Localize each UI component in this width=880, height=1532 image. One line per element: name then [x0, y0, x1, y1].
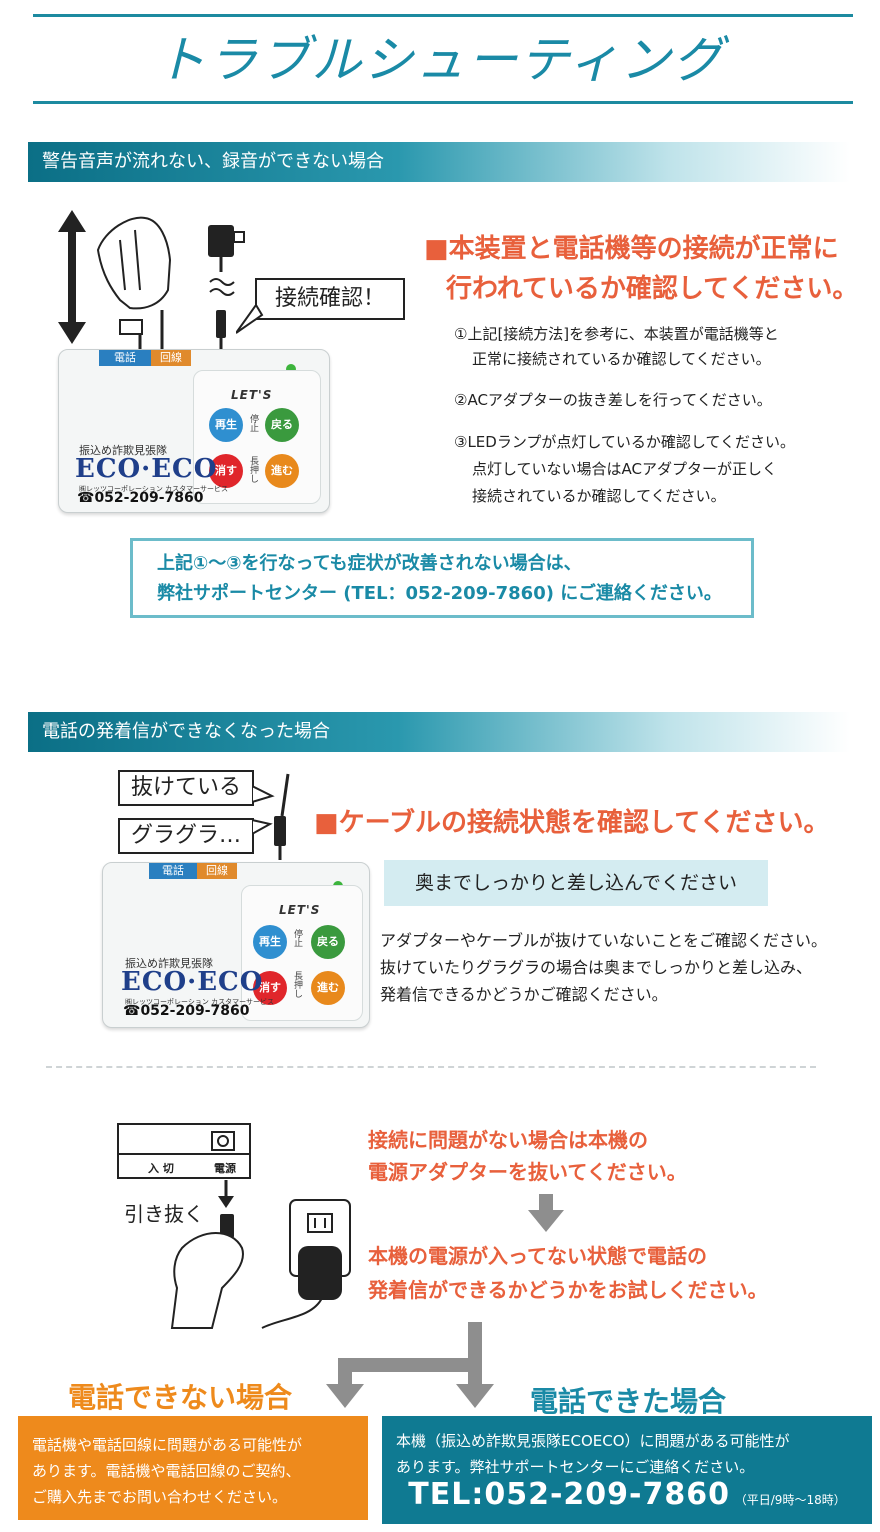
support-tel-row: TEL:052-209-7860 （平日/9時〜18時）	[396, 1480, 858, 1513]
play-button: 再生	[253, 925, 287, 959]
instruction1-line1: 接続に問題がない場合は本機の	[368, 1128, 648, 1152]
step1-line1: ①上記[接続方法]を参考に、本装置が電話機等と	[454, 325, 779, 343]
brand-corp: ㈱レッツコーポレーション カスタマーサービス	[79, 485, 228, 493]
brand-logo: ECO·ECO	[121, 967, 264, 997]
device-illustration-2: 電話 回線 LET'S 再生 停止 戻る 消す 長押し 進む 振込め詐欺見張隊 …	[102, 862, 370, 1028]
erase-button: 消す	[209, 454, 243, 488]
step2: ②ACアダプターの抜き差しを行ってください。	[454, 391, 772, 409]
notice-line1: 上記①～③を行なっても症状が改善されない場合は、	[157, 553, 582, 574]
brand-corp: ㈱レッツコーポレーション カスタマーサービス	[125, 998, 274, 1006]
step3-line3: 接続されているか確認してください。	[472, 487, 726, 505]
step3-line1: ③LEDランプが点灯しているか確認してください。	[454, 433, 796, 451]
play-button: 再生	[209, 408, 243, 442]
cable-illustration	[252, 773, 290, 860]
cannot-call-box: 電話機や電話回線に問題がある可能性が あります。電話機や電話回線のご契約、 ご購…	[18, 1416, 368, 1520]
notice-line2: 弊社サポートセンター (TEL：052-209-7860) にご連絡ください。	[157, 583, 722, 604]
brand-tel: ☎052-209-7860	[77, 490, 204, 506]
brand-logo: ECO·ECO	[75, 454, 218, 484]
forward-button: 進む	[265, 454, 299, 488]
ac-adapter-icon	[208, 225, 245, 350]
can-body-line1: 本機（振込め詐欺見張隊ECOECO）に問題がある可能性が	[396, 1432, 790, 1450]
insert-fully-banner: 奥までしっかりと差し込んでください	[384, 860, 768, 906]
tag-phone: 電話	[149, 863, 197, 879]
led-lamp	[286, 364, 296, 374]
tag-line: 回線	[151, 350, 191, 366]
speech-bubble-wobbly: グラグラ…	[118, 818, 254, 854]
down-arrow-icon	[528, 1194, 564, 1232]
brand-subtitle: 振込め詐欺見張隊	[79, 444, 167, 457]
instruction2-line1: 本機の電源が入ってない状態で電話の	[368, 1244, 707, 1268]
cannot-body-line2: あります。電話機や電話回線のご契約、	[32, 1462, 301, 1480]
cannot-call-title: 電話できない場合	[67, 1381, 292, 1414]
connection-illustration	[58, 210, 245, 350]
speech-bubble-check: 接続確認！	[255, 278, 405, 320]
lets-logo: LET'S	[231, 388, 273, 402]
section1-heading-line2: 行われているか確認してください。	[446, 274, 859, 304]
plug-icon	[119, 319, 143, 335]
tag-phone: 電話	[99, 350, 151, 366]
brand-subtitle: 振込め詐欺見張隊	[125, 957, 213, 970]
can-body-line2: あります。弊社サポートセンターにご連絡ください。	[396, 1458, 755, 1476]
support-hours: （平日/9時〜18時）	[734, 1493, 846, 1507]
support-tel: TEL:052-209-7860	[408, 1477, 730, 1512]
speech-tail	[236, 305, 264, 334]
section2-body-line1: アダプターやケーブルが抜けていないことをご確認ください。	[380, 931, 828, 950]
support-notice: 上記①～③を行なっても症状が改善されない場合は、 弊社サポートセンター (TEL…	[130, 538, 754, 618]
long-press-label: 長押し	[248, 456, 258, 483]
section-divider	[46, 1066, 816, 1068]
hand-icon	[170, 1232, 244, 1329]
step3-line2: 点灯していない場合はACアダプターが正しく	[472, 460, 778, 478]
can-call-box: 本機（振込め詐欺見張隊ECOECO）に問題がある可能性が あります。弊社サポート…	[382, 1416, 872, 1524]
section2-heading: ■ケーブルの接続状態を確認してください。	[314, 808, 830, 838]
pull-out-label: 引き抜く	[124, 1202, 204, 1226]
back-button: 戻る	[311, 925, 345, 959]
lets-logo: LET'S	[279, 903, 321, 917]
cannot-body-line3: ご購入先までお問い合わせください。	[32, 1488, 288, 1506]
brand-tel: ☎052-209-7860	[123, 1003, 250, 1019]
label-input: 入 切	[148, 1162, 174, 1175]
title-rule-bottom	[33, 101, 853, 104]
stop-label: 停止	[248, 414, 258, 432]
dc-plug-icon	[220, 1214, 234, 1238]
can-call-title: 電話できた場合	[529, 1385, 726, 1418]
device-illustration-1: 電話 回線 LET'S 再生 停止 戻る 消す 長押し 進む 振込め詐欺見張隊 …	[58, 349, 330, 513]
hand-icon	[96, 216, 172, 310]
cannot-body-line1: 電話機や電話回線に問題がある可能性が	[32, 1436, 303, 1454]
branch-arrows	[326, 1322, 494, 1408]
section2-body-line2: 抜けていたりグラグラの場合は奥までしっかりと差し込み、	[380, 958, 813, 977]
forward-button: 進む	[311, 971, 345, 1005]
label-power: 電源	[214, 1162, 236, 1175]
ac-adapter-icon	[298, 1246, 342, 1300]
instruction1-line2: 電源アダプターを抜いてください。	[368, 1160, 687, 1184]
section2-bar: 電話の発着信ができなくなった場合	[28, 712, 850, 752]
erase-button: 消す	[253, 971, 287, 1005]
long-press-label: 長押し	[292, 971, 302, 998]
stop-label: 停止	[292, 929, 302, 947]
section1-bar: 警告音声が流れない、録音ができない場合	[28, 142, 850, 182]
instruction2-line2: 発着信ができるかどうかをお試しください。	[368, 1278, 768, 1302]
step1-line2: 正常に接続されているか確認してください。	[472, 350, 771, 368]
back-button: 戻る	[265, 408, 299, 442]
page-title: トラブルシューティング	[155, 31, 725, 89]
title-rule-top	[33, 14, 853, 17]
section2-body-line3: 発着信できるかどうかご確認ください。	[380, 985, 668, 1004]
double-arrow-icon	[58, 210, 86, 344]
unplug-illustration	[117, 1123, 351, 1329]
section1-heading-line1: ■本装置と電話機等の接続が正常に	[424, 234, 839, 264]
speech-bubble-loose: 抜けている	[118, 770, 254, 806]
tag-line: 回線	[197, 863, 237, 879]
